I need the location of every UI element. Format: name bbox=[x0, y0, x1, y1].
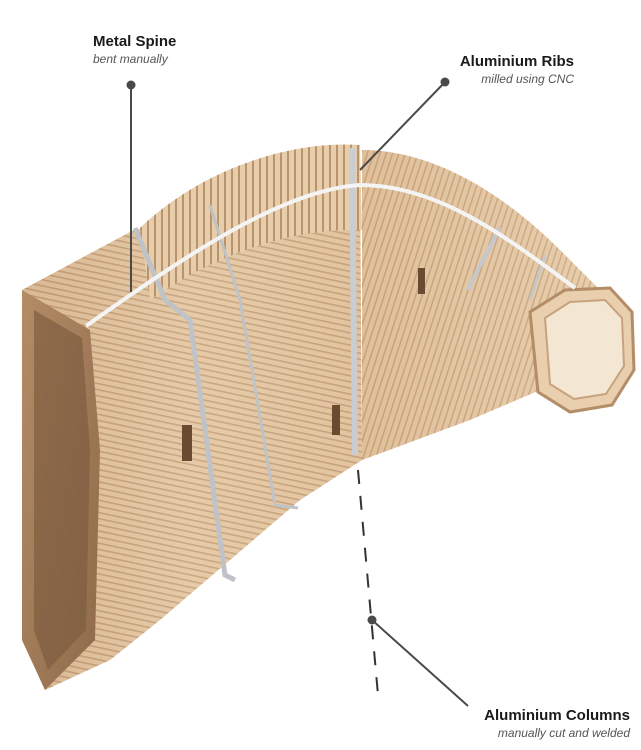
callout-metal-spine-subtitle: bent manually bbox=[93, 51, 176, 67]
callout-metal-spine: Metal Spine bent manually bbox=[93, 32, 176, 67]
columns-leader bbox=[372, 620, 468, 706]
callout-aluminium-columns: Aluminium Columns manually cut and welde… bbox=[470, 706, 630, 741]
callout-aluminium-ribs-title: Aluminium Ribs bbox=[450, 52, 574, 71]
column-dashed-line bbox=[358, 470, 378, 695]
callout-metal-spine-title: Metal Spine bbox=[93, 32, 176, 51]
callout-aluminium-ribs: Aluminium Ribs milled using CNC bbox=[450, 52, 574, 87]
ribs-leader-dot bbox=[441, 78, 450, 87]
spine-leader-dot bbox=[127, 81, 136, 90]
left-end-face bbox=[22, 290, 100, 690]
columns-leader-dot bbox=[368, 616, 377, 625]
callout-aluminium-ribs-subtitle: milled using CNC bbox=[450, 71, 574, 87]
callout-aluminium-columns-title: Aluminium Columns bbox=[470, 706, 630, 725]
callout-aluminium-columns-subtitle: manually cut and welded bbox=[470, 725, 630, 741]
right-end-face bbox=[530, 288, 634, 412]
